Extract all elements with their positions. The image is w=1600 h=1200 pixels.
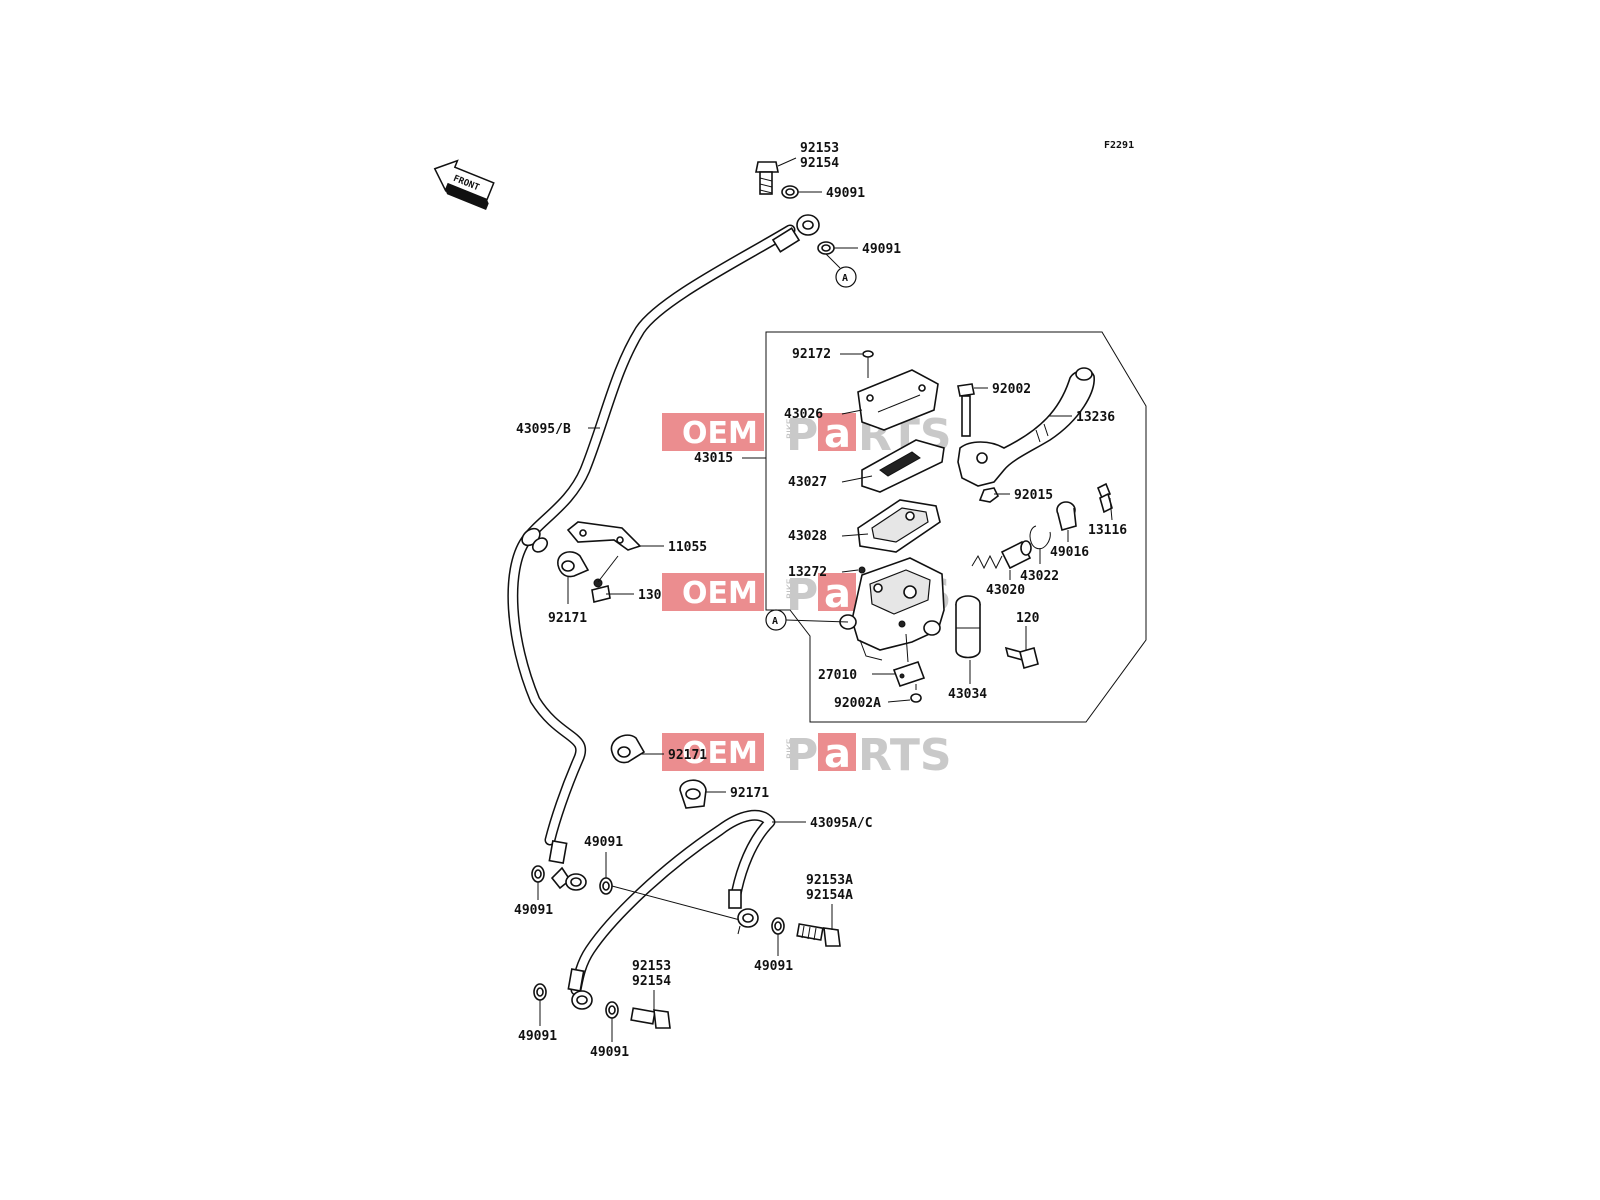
svg-text:OEM: OEM [682, 736, 758, 771]
screw-13272 [858, 566, 866, 574]
banjo-fitting-top [771, 214, 820, 253]
piston-43020 [971, 540, 1032, 570]
cover-43026 [857, 369, 939, 431]
banjo-fitting-bottom [567, 968, 593, 1010]
lever-13236 [957, 367, 1095, 487]
watermark-3: OEM BIKE P a RTS [662, 730, 952, 781]
washer-top-2 [817, 241, 835, 255]
svg-text:RTS: RTS [858, 730, 952, 781]
leader-lines [537, 157, 1113, 1042]
banjo-bolt-top [755, 161, 779, 195]
pushrod-13116 [1096, 482, 1113, 514]
label-92153-top: 92153 [800, 141, 839, 156]
banjo-bolt-right [796, 923, 841, 947]
clamp-92171-b [610, 734, 646, 764]
svg-text:a: a [824, 411, 851, 457]
washer-bottom-1 [533, 983, 547, 1001]
label-43095b: 43095/B [516, 422, 571, 437]
label-43020: 43020 [986, 583, 1025, 598]
label-92154-top: 92154 [800, 156, 839, 171]
banjo-fitting-left [548, 840, 587, 891]
label-49091-a: 49091 [826, 186, 865, 201]
bracket-11055 [566, 521, 642, 551]
circlip-43022 [1029, 525, 1051, 550]
svg-text:BIKE: BIKE [786, 578, 796, 599]
ref-mark-top: A [835, 266, 857, 288]
label-49091-d: 49091 [514, 903, 553, 918]
plate-43027 [861, 439, 945, 493]
svg-text:P: P [786, 730, 818, 781]
label-92172: 92172 [792, 347, 831, 362]
label-92171-b: 92171 [668, 748, 707, 763]
washer-left-2 [599, 877, 613, 895]
label-43015: 43015 [694, 451, 733, 466]
label-11055: 11055 [668, 540, 707, 555]
clamp-holder-43034 [955, 595, 981, 659]
label-92153-bot: 92153 [632, 959, 671, 974]
clamp-92171-a [557, 551, 590, 578]
boot-49016 [1056, 501, 1077, 531]
master-cylinder-body [839, 557, 945, 661]
front-arrow-icon: FRONT [433, 159, 495, 210]
screw-92002a [910, 684, 922, 703]
label-13272: 13272 [788, 565, 827, 580]
label-27010: 27010 [818, 668, 857, 683]
label-92171-a: 92171 [548, 611, 587, 626]
diaphragm-43028 [857, 499, 941, 553]
label-49091-f: 49091 [518, 1029, 557, 1044]
svg-text:OEM: OEM [682, 576, 758, 611]
label-49091-c: 49091 [584, 835, 623, 850]
bolt-120 [1004, 646, 1039, 669]
label-43095ac: 43095A/C [810, 816, 873, 831]
banjo-fitting-right [728, 889, 759, 935]
label-13236: 13236 [1076, 410, 1115, 425]
label-92171-c: 92171 [730, 786, 769, 801]
label-43026: 43026 [784, 407, 823, 422]
svg-text:A: A [772, 616, 778, 627]
label-49091-b: 49091 [862, 242, 901, 257]
label-49091-e: 49091 [754, 959, 793, 974]
svg-text:a: a [824, 571, 851, 617]
label-92154-bot: 92154 [632, 974, 671, 989]
label-92015: 92015 [1014, 488, 1053, 503]
svg-text:BIKE: BIKE [786, 418, 796, 439]
switch-27010 [892, 660, 926, 688]
nut-92015 [978, 487, 1000, 503]
banjo-bolt-bottom [630, 1007, 671, 1029]
label-49091-g: 49091 [590, 1045, 629, 1060]
screw-92172 [862, 350, 874, 378]
label-130: 130 [638, 588, 662, 603]
part-labels: 92153 92154 49091 49091 43095/B 92172 43… [514, 141, 1127, 1060]
hose-grommet [521, 527, 549, 553]
svg-text:a: a [824, 731, 851, 777]
washer-right [771, 917, 785, 935]
washer-bottom-2 [605, 1001, 619, 1019]
bolt-130 [591, 578, 611, 603]
svg-text:A: A [842, 273, 848, 284]
label-92154a: 92154A [806, 888, 853, 903]
label-43034: 43034 [948, 687, 987, 702]
label-43028: 43028 [788, 529, 827, 544]
hose-43095ac [570, 809, 776, 996]
label-13116: 13116 [1088, 523, 1127, 538]
svg-text:P: P [786, 410, 818, 461]
ref-mark-box: A [765, 609, 787, 631]
label-92153a: 92153A [806, 873, 853, 888]
washer-top-1 [781, 185, 799, 199]
label-49016: 49016 [1050, 545, 1089, 560]
label-92002a: 92002A [834, 696, 881, 711]
svg-text:OEM: OEM [682, 416, 758, 451]
washer-left-1 [531, 865, 545, 883]
figure-code: F2291 [1104, 140, 1134, 151]
clamp-92171-c [679, 779, 707, 809]
label-43027: 43027 [788, 475, 827, 490]
label-120: 120 [1016, 611, 1040, 626]
label-92002: 92002 [992, 382, 1031, 397]
label-43022: 43022 [1020, 569, 1059, 584]
svg-text:BIKE: BIKE [786, 738, 796, 759]
pivot-bolt-92002 [957, 383, 975, 437]
